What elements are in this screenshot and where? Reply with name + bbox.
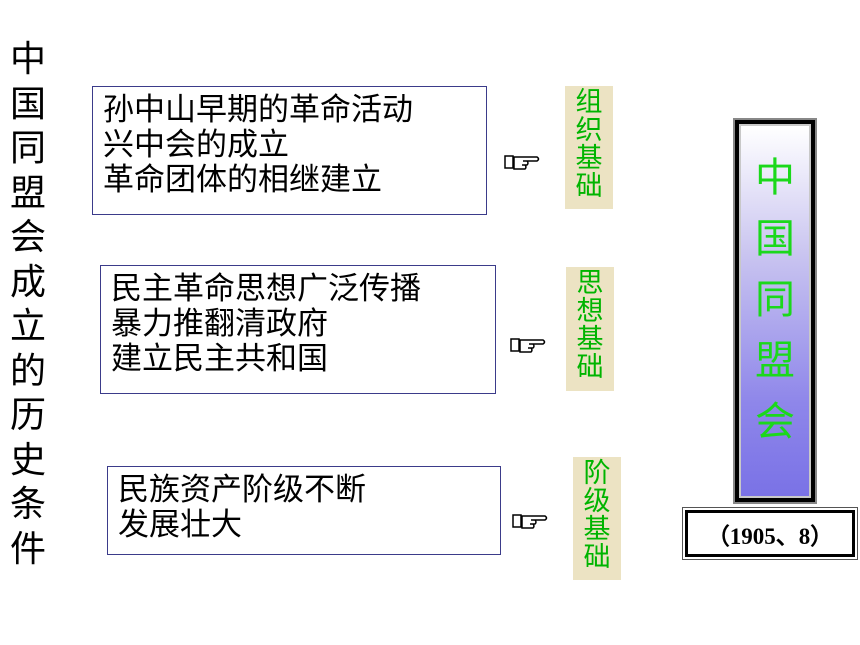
label-char: 想 [576, 296, 604, 327]
vertical-title-char: 史 [9, 439, 46, 481]
vertical-title: 中 国 同 盟 会 成 立 的 历 史 条 件 [6, 38, 50, 572]
organization-panel: 中 国 同 盟 会 [733, 118, 817, 504]
label-ideology-basis: 思 想 基 础 [566, 267, 614, 391]
vertical-title-char: 中 [9, 39, 46, 80]
label-char: 基 [575, 143, 603, 174]
label-char: 阶 [583, 458, 611, 489]
condition-line: 民主革命思想广泛传播 [111, 271, 421, 307]
label-char: 础 [576, 352, 604, 383]
label-char: 基 [583, 514, 611, 545]
organization-char: 会 [755, 399, 795, 445]
vertical-title-char: 的 [9, 350, 46, 392]
condition-line: 革命团体的相继建立 [103, 162, 382, 198]
label-char: 织 [575, 115, 603, 146]
label-char: 基 [576, 324, 604, 355]
condition-line: 孙中山早期的革命活动 [103, 92, 413, 128]
condition-line: 民族资产阶级不断 [118, 472, 366, 508]
vertical-title-char: 历 [9, 395, 46, 436]
condition-line: 发展壮大 [118, 507, 242, 543]
vertical-title-char: 盟 [9, 172, 46, 214]
pointing-hand-icon [504, 155, 540, 170]
condition-line: 兴中会的成立 [103, 127, 289, 163]
label-class-basis: 阶 级 基 础 [573, 457, 621, 580]
organization-char: 国 [755, 216, 795, 262]
pointing-hand-icon [512, 514, 548, 529]
condition-box-ideology: 民主革命思想广泛传播 暴力推翻清政府 建立民主共和国 [100, 265, 496, 394]
label-char: 组 [575, 87, 603, 118]
founding-date: （1905、8） [685, 510, 855, 557]
condition-box-organization: 孙中山早期的革命活动 兴中会的成立 革命团体的相继建立 [92, 86, 487, 215]
organization-char: 同 [755, 277, 795, 323]
organization-char: 中 [755, 155, 795, 201]
organization-name: 中 国 同 盟 会 [739, 124, 811, 498]
vertical-title-char: 会 [9, 217, 46, 258]
vertical-title-char: 立 [9, 306, 46, 347]
vertical-title-char: 国 [9, 83, 46, 125]
label-char: 思 [576, 268, 604, 299]
vertical-title-char: 条 [9, 484, 46, 525]
pointing-hand-icon [510, 338, 546, 353]
organization-char: 盟 [755, 338, 795, 384]
label-organization-basis: 组 织 基 础 [565, 86, 613, 209]
condition-line: 暴力推翻清政府 [111, 306, 328, 342]
condition-box-class: 民族资产阶级不断 发展壮大 [107, 466, 501, 555]
founding-date-box: （1905、8） [682, 507, 858, 560]
vertical-title-char: 件 [9, 528, 46, 570]
label-char: 级 [583, 486, 611, 517]
vertical-title-char: 成 [9, 261, 46, 303]
label-char: 础 [583, 542, 611, 573]
condition-line: 建立民主共和国 [111, 341, 328, 377]
label-char: 础 [575, 171, 603, 202]
vertical-title-char: 同 [9, 128, 46, 169]
